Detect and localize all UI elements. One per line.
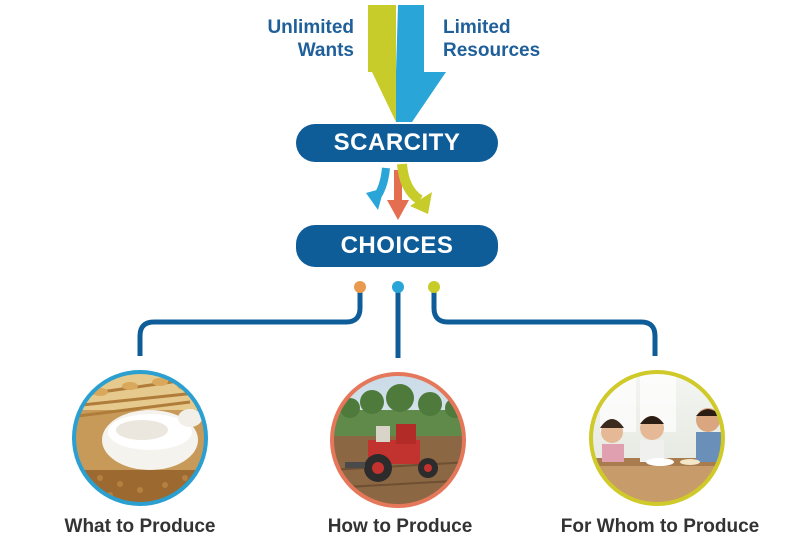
choices-node: CHOICES [296,225,498,267]
how-to-produce-label: How to Produce [327,516,473,537]
what-to-produce-label: What to Produce [64,516,216,537]
limited-resources-label: Limited Resources [443,17,541,61]
for-whom-to-produce-picture [589,370,725,506]
for-whom-to-produce-label: For Whom to Produce [560,516,760,537]
cyan-dot [392,281,404,293]
unlimited-wants-label: Unlimited Wants [267,17,354,61]
what-to-produce-picture [72,370,208,506]
lime-curved-arrow [397,163,432,214]
cyan-down-arrow [366,167,390,210]
orange-down-arrow [387,170,409,220]
limited-resources-arrow [396,5,446,122]
scarcity-node: SCARCITY [296,124,498,162]
orange-dot [354,281,366,293]
how-to-produce-picture [330,372,466,508]
branch-connectors [137,288,658,358]
lime-dot [428,281,440,293]
